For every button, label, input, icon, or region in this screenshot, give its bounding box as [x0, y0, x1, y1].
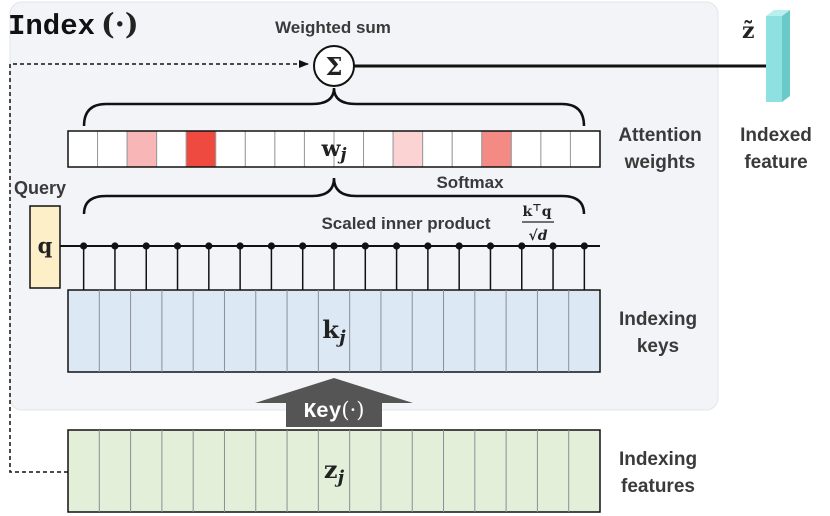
features-label-line1: Indexing — [619, 449, 697, 470]
attention-weight-cell — [156, 130, 187, 168]
softmax-brace — [82, 177, 586, 215]
key-stem-dot — [299, 242, 307, 250]
attention-weight-cell — [97, 130, 128, 168]
features-cell-label: zj — [324, 455, 345, 488]
attention-weight-cell — [303, 130, 335, 168]
key-function-label: Key(·) — [304, 398, 365, 424]
key-stem-dot — [330, 242, 338, 250]
key-stem-dot — [236, 242, 244, 250]
feature-skip-connection — [9, 60, 309, 473]
key-stem-dot — [549, 242, 557, 250]
output-label-line2: feature — [744, 152, 807, 173]
key-stem-dot — [205, 242, 213, 250]
keys-label-line1: Indexing — [619, 309, 697, 330]
indexed-feature-bar — [766, 10, 790, 102]
module-title: Index(·) — [8, 7, 139, 43]
key-stem-dot — [392, 242, 401, 250]
key-stem-dot — [173, 242, 182, 250]
key-stem-dot — [518, 242, 526, 250]
key-stem-dot — [486, 242, 495, 250]
svg-text:√d: √d — [529, 228, 548, 244]
scale-fraction: k⊤q √d — [522, 203, 554, 244]
attention-weight-cell — [510, 130, 542, 168]
key-stem-dot — [455, 242, 463, 250]
key-stem-dot — [267, 242, 276, 250]
attention-weight-cell — [126, 130, 158, 168]
svg-text:k⊤q: k⊤q — [522, 203, 551, 220]
attention-label-line1: Attention — [618, 125, 701, 146]
attention-weight-cell — [363, 130, 394, 168]
indexing-features-row — [67, 429, 601, 513]
softmax-label: Softmax — [436, 173, 504, 192]
output-symbol: z̃ — [742, 18, 755, 44]
attention-weight-cell — [392, 130, 424, 168]
keys-cell-label: kj — [322, 315, 346, 348]
features-label-line2: features — [621, 476, 695, 497]
attention-weight-cell — [244, 130, 276, 168]
indexing-keys-row — [67, 289, 601, 373]
key-stem-dot — [424, 242, 432, 250]
query-label: Query — [14, 178, 66, 198]
attention-weight-cell — [215, 130, 246, 168]
key-function-arrow — [255, 378, 413, 427]
key-stem-dot — [580, 242, 588, 250]
attention-weight-cell — [569, 130, 601, 168]
key-cell-border — [67, 289, 601, 373]
attention-weight-cell — [422, 130, 453, 168]
output-label-line1: Indexed — [740, 125, 812, 146]
key-stem-dot — [80, 242, 88, 250]
attention-weight-cell — [481, 130, 512, 168]
keys-label-line2: keys — [637, 336, 679, 357]
key-stem-dot — [142, 242, 150, 250]
attention-weight-cell — [185, 130, 217, 168]
attention-weight-cell — [67, 130, 99, 168]
feature-cell-border — [67, 429, 601, 513]
attention-cell-label: wj — [320, 136, 347, 165]
key-stem-dot — [361, 242, 369, 250]
query-symbol: q — [38, 233, 53, 258]
attention-weight-cell — [540, 130, 571, 168]
scaled-product-label: Scaled inner product — [321, 214, 490, 233]
key-stem-dot — [111, 242, 119, 250]
sum-brace — [82, 87, 586, 127]
attention-weight-cell — [451, 130, 483, 168]
attention-weights-row — [67, 130, 601, 168]
weighted-sum-label: Weighted sum — [275, 18, 391, 37]
attention-row-border — [67, 130, 601, 168]
key-connection-stems — [80, 242, 588, 290]
attention-weight-cell — [274, 130, 305, 168]
attention-label-line2: weights — [624, 152, 696, 173]
sum-symbol: Σ — [326, 52, 343, 81]
